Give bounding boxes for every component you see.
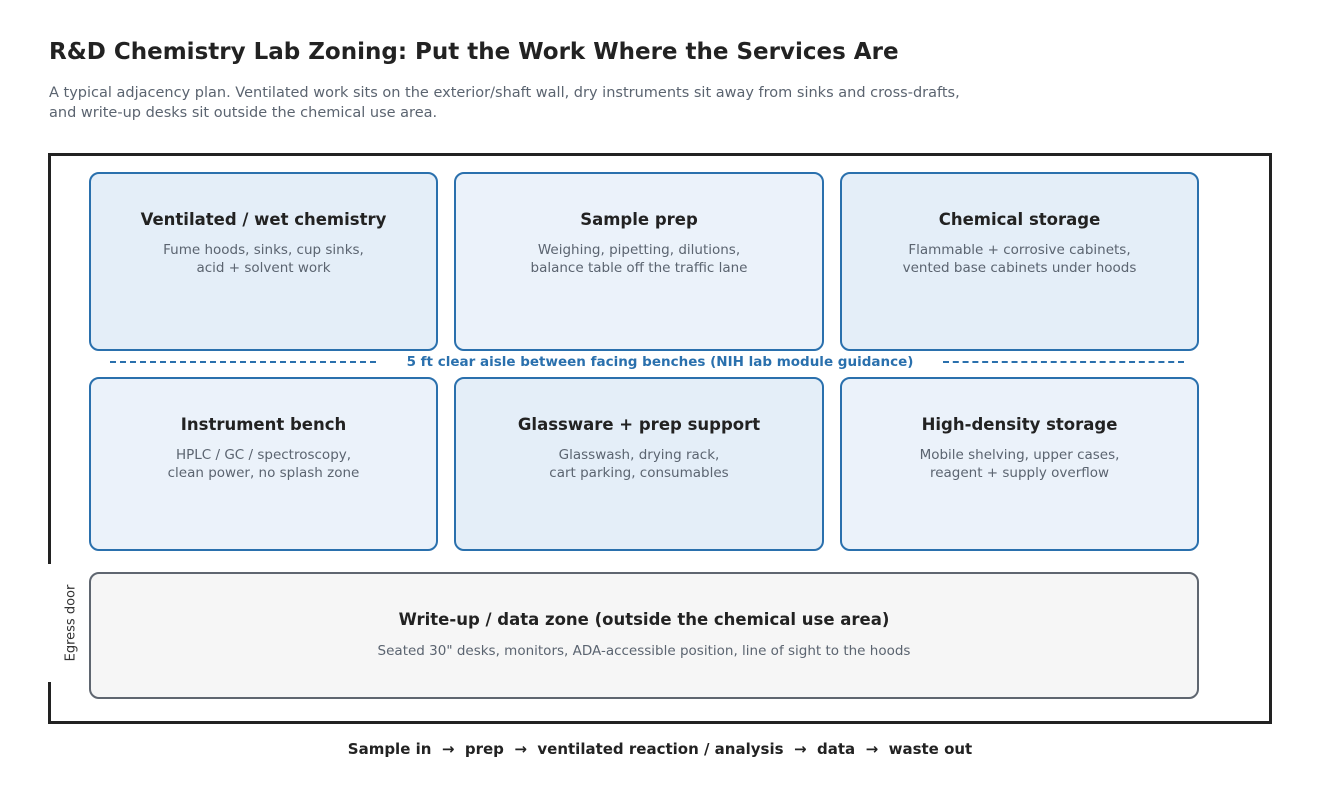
zone-description-line: Flammable + corrosive cabinets, [908,242,1131,258]
egress-door-opening [46,564,54,682]
zone-description: Glasswash, drying rack, cart parking, co… [456,447,822,482]
subtitle-line-1: A typical adjacency plan. Ventilated wor… [49,85,960,101]
zone-title: Write-up / data zone (outside the chemic… [398,610,890,629]
zone-description-line: vented base cabinets under hoods [902,259,1137,276]
zone-title: Instrument bench [180,415,347,434]
page-subtitle: A typical adjacency plan. Ventilated wor… [49,83,1049,123]
lab-room-outline [48,153,1272,724]
zone-sample-prep: Sample prep Weighing, pipetting, dilutio… [454,172,824,351]
aisle-dashed-line-left [110,361,376,363]
page-title: R&D Chemistry Lab Zoning: Put the Work W… [49,39,899,65]
zone-description-line: Mobile shelving, upper cases, [919,447,1120,463]
zone-high-density-storage: High-density storage Mobile shelving, up… [840,377,1199,551]
zone-description-line: Weighing, pipetting, dilutions, [537,242,741,258]
zone-description-line: reagent + supply overflow [929,464,1110,481]
zone-description: Mobile shelving, upper cases, reagent + … [842,447,1197,482]
zone-description: Fume hoods, sinks, cup sinks, acid + sol… [91,242,436,277]
zone-description-line: clean power, no splash zone [167,464,360,481]
workflow-caption: Sample in → prep → ventilated reaction /… [347,740,973,758]
zone-description-line: balance table off the traffic lane [530,259,748,276]
subtitle-line-2: and write-up desks sit outside the chemi… [49,105,438,121]
zone-title: Sample prep [580,210,698,229]
zone-chemical-storage: Chemical storage Flammable + corrosive c… [840,172,1199,351]
zone-description-line: cart parking, consumables [549,464,729,481]
zone-title: High-density storage [921,415,1118,434]
zone-title: Chemical storage [938,210,1101,229]
zone-title: Ventilated / wet chemistry [140,210,387,229]
zone-description-line: acid + solvent work [196,259,331,276]
zone-description-line: Glasswash, drying rack, [558,447,720,463]
zone-description: Weighing, pipetting, dilutions, balance … [456,242,822,277]
zone-description: HPLC / GC / spectroscopy, clean power, n… [91,447,436,482]
zone-description-line: Fume hoods, sinks, cup sinks, [163,242,364,258]
aisle-dashed-line-right [943,361,1184,363]
zone-description: Flammable + corrosive cabinets, vented b… [842,242,1197,277]
zone-instrument-bench: Instrument bench HPLC / GC / spectroscop… [89,377,438,551]
zone-glassware-prep-support: Glassware + prep support Glasswash, dryi… [454,377,824,551]
egress-door-label: Egress door [63,584,79,662]
zone-write-up-data: Write-up / data zone (outside the chemic… [89,572,1199,699]
zone-description: Seated 30" desks, monitors, ADA-accessib… [377,643,911,659]
zone-ventilated-wet-chemistry: Ventilated / wet chemistry Fume hoods, s… [89,172,438,351]
zone-description-line: HPLC / GC / spectroscopy, [175,447,352,463]
zone-title: Glassware + prep support [517,415,761,434]
aisle-label: 5 ft clear aisle between facing benches … [406,354,914,370]
